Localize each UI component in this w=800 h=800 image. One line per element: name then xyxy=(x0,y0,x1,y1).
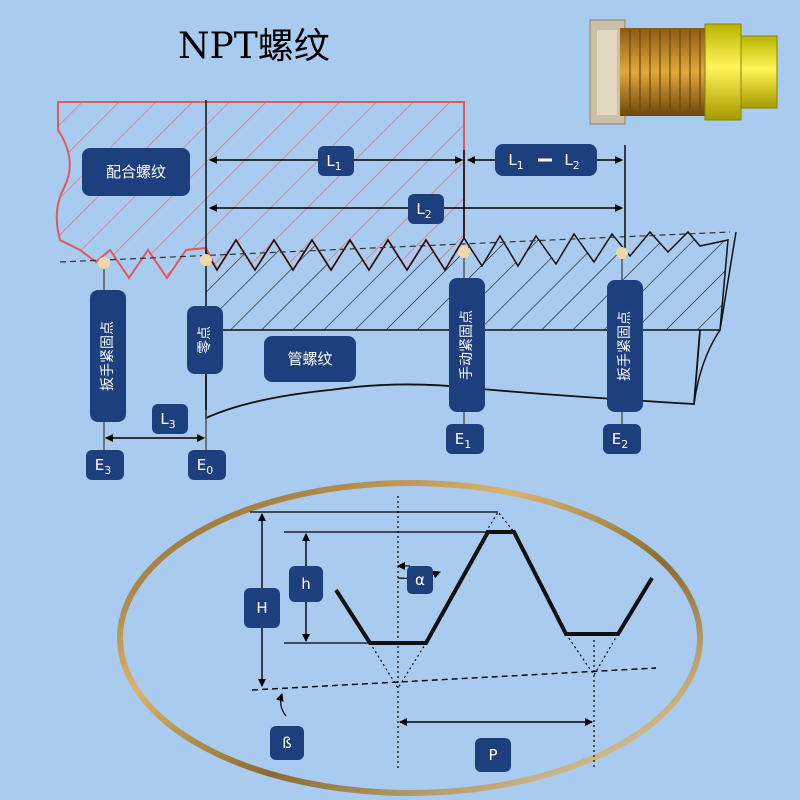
marker-e0 xyxy=(200,254,212,266)
svg-text:管螺纹: 管螺纹 xyxy=(287,350,332,368)
label-pipe-thread: 管螺纹 xyxy=(264,336,356,382)
label-E2: E2 xyxy=(603,424,641,454)
svg-text:L2: L2 xyxy=(416,200,431,221)
svg-text:E0: E0 xyxy=(197,456,213,477)
svg-text:扳手紧固点: 扳手紧固点 xyxy=(100,321,116,391)
label-mating-thread: 配合螺纹 xyxy=(82,148,190,196)
label-wrench-tight-right: 扳手紧固点 xyxy=(607,280,643,412)
label-E0: E0 xyxy=(188,450,226,480)
label-L3: L3 xyxy=(152,404,188,434)
svg-text:L2: L2 xyxy=(564,151,579,172)
svg-text:L1: L1 xyxy=(326,152,341,173)
label-h: h xyxy=(289,566,323,602)
svg-text:E2: E2 xyxy=(612,430,628,451)
label-E1: E1 xyxy=(446,424,484,454)
thread-profile-detail: H h α ß P xyxy=(117,480,703,796)
page-title: NPT螺纹 xyxy=(178,26,330,67)
svg-text:配合螺纹: 配合螺纹 xyxy=(106,163,166,181)
label-wrench-tight-left: 扳手紧固点 xyxy=(90,290,126,422)
label-alpha: α xyxy=(407,566,433,594)
marker-e3 xyxy=(98,257,110,269)
marker-e2 xyxy=(616,247,628,259)
svg-text:ß: ß xyxy=(282,734,291,752)
svg-text:L1: L1 xyxy=(508,151,523,172)
label-H: H xyxy=(244,588,280,628)
svg-text:P: P xyxy=(488,746,497,764)
svg-text:扳手紧固点: 扳手紧固点 xyxy=(617,311,633,381)
svg-text:h: h xyxy=(301,575,311,593)
label-L2: L2 xyxy=(408,194,444,224)
svg-text:E3: E3 xyxy=(95,456,111,477)
svg-text:手动紧固点: 手动紧固点 xyxy=(459,310,475,380)
svg-text:L3: L3 xyxy=(160,410,175,431)
label-L1-minus-L2: L1 L2 xyxy=(495,144,597,176)
label-hand-tight: 手动紧固点 xyxy=(449,278,485,412)
label-E3: E3 xyxy=(86,450,124,480)
label-zero-point: 零点 xyxy=(187,306,223,374)
marker-e1 xyxy=(458,246,470,258)
label-P: P xyxy=(475,738,511,772)
svg-text:H: H xyxy=(256,599,267,617)
label-L1: L1 xyxy=(318,146,354,176)
svg-text:零点: 零点 xyxy=(197,326,213,354)
label-beta: ß xyxy=(270,726,304,760)
fitting-image xyxy=(589,19,778,125)
svg-text:E1: E1 xyxy=(455,430,471,451)
svg-text:α: α xyxy=(415,571,425,589)
